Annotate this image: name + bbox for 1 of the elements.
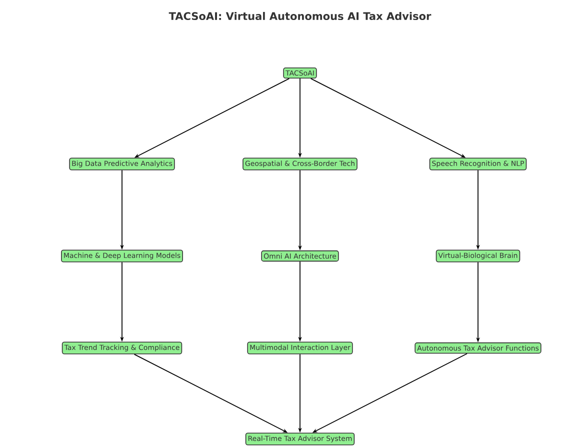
title: TACSoAI: Virtual Autonomous AI Tax Advisor bbox=[168, 12, 432, 20]
